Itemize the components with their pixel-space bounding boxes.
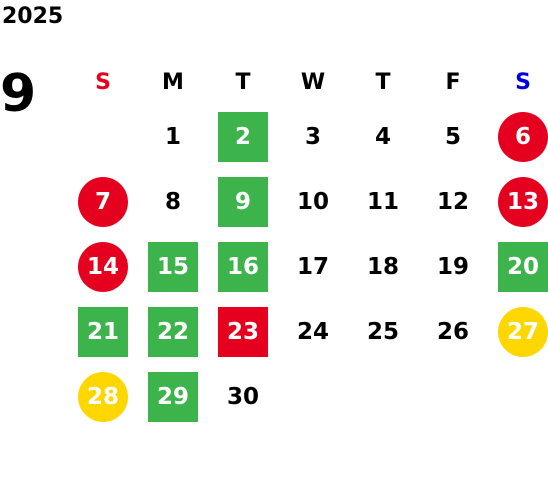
- day-number-yellow-circle: 28: [78, 371, 128, 422]
- day-cell[interactable]: 2: [208, 104, 278, 169]
- day-cell[interactable]: 10: [278, 169, 348, 234]
- day-cell[interactable]: 16: [208, 234, 278, 299]
- calendar-year: 2025: [2, 4, 64, 29]
- day-cell[interactable]: 24: [278, 299, 348, 364]
- day-cell[interactable]: 29: [138, 364, 208, 429]
- weekday-label: T: [235, 69, 251, 95]
- weekday-header-cell: T: [348, 60, 418, 104]
- day-number-green-square: 15: [148, 241, 198, 292]
- weekday-header-cell: S: [488, 60, 548, 104]
- day-number-red-circle: 6: [498, 111, 548, 162]
- calendar-week-row: 28 29 30: [68, 364, 548, 429]
- day-number: 12: [436, 188, 469, 215]
- day-cell[interactable]: 14: [68, 234, 138, 299]
- day-cell[interactable]: 21: [68, 299, 138, 364]
- day-number: 17: [296, 253, 329, 280]
- day-number: 10: [296, 188, 329, 215]
- day-cell[interactable]: 8: [138, 169, 208, 234]
- day-number: 30: [226, 383, 259, 410]
- day-number-green-square: 29: [148, 371, 198, 422]
- day-number: 8: [164, 188, 181, 215]
- day-number-red-square: 23: [218, 306, 268, 357]
- day-number: 26: [436, 318, 469, 345]
- day-cell[interactable]: 25: [348, 299, 418, 364]
- day-cell[interactable]: 22: [138, 299, 208, 364]
- weekday-header-cell: M: [138, 60, 208, 104]
- day-cell[interactable]: 7: [68, 169, 138, 234]
- day-cell[interactable]: 12: [418, 169, 488, 234]
- day-number: 3: [304, 123, 321, 150]
- calendar-week-row: 21 22 23 24 25 26 27: [68, 299, 548, 364]
- day-cell[interactable]: 9: [208, 169, 278, 234]
- day-cell[interactable]: 1: [138, 104, 208, 169]
- weekday-header-cell: F: [418, 60, 488, 104]
- calendar-week-row: 1 2 3 4 5 6: [68, 104, 548, 169]
- calendar-week-row: 7 8 9 10 11 12 13: [68, 169, 548, 234]
- day-number: 1: [164, 123, 181, 150]
- weekday-label: T: [375, 69, 391, 95]
- day-cell[interactable]: 17: [278, 234, 348, 299]
- day-cell[interactable]: 15: [138, 234, 208, 299]
- day-number-green-square: 22: [148, 306, 198, 357]
- day-cell[interactable]: 18: [348, 234, 418, 299]
- weekday-header-cell: S: [68, 60, 138, 104]
- day-number: 5: [444, 123, 461, 150]
- day-cell[interactable]: 6: [488, 104, 548, 169]
- day-cell[interactable]: 4: [348, 104, 418, 169]
- day-number: 4: [374, 123, 391, 150]
- day-number-red-circle: 14: [78, 241, 128, 292]
- weekday-label: F: [445, 69, 461, 95]
- day-cell[interactable]: 23: [208, 299, 278, 364]
- day-cell[interactable]: 26: [418, 299, 488, 364]
- day-cell[interactable]: 19: [418, 234, 488, 299]
- weekday-label: S: [95, 69, 111, 95]
- weekday-label: M: [162, 69, 184, 95]
- day-number: 24: [296, 318, 329, 345]
- day-number: 19: [436, 253, 469, 280]
- calendar-month: 9: [0, 64, 37, 124]
- day-number-red-circle: 7: [78, 176, 128, 227]
- day-cell[interactable]: 3: [278, 104, 348, 169]
- day-number-green-square: 2: [218, 111, 268, 162]
- day-number-green-square: 20: [498, 241, 548, 292]
- day-cell[interactable]: 13: [488, 169, 548, 234]
- weekday-header-cell: W: [278, 60, 348, 104]
- day-cell[interactable]: 20: [488, 234, 548, 299]
- weekday-header-cell: T: [208, 60, 278, 104]
- day-number-green-square: 16: [218, 241, 268, 292]
- day-number: 25: [366, 318, 399, 345]
- day-cell[interactable]: 28: [68, 364, 138, 429]
- day-number: 18: [366, 253, 399, 280]
- weekday-label: W: [300, 69, 326, 95]
- day-number-yellow-circle: 27: [498, 306, 548, 357]
- day-number-green-square: 21: [78, 306, 128, 357]
- day-cell[interactable]: 5: [418, 104, 488, 169]
- day-number-red-circle: 13: [498, 176, 548, 227]
- day-number: 11: [366, 188, 399, 215]
- day-number-green-square: 9: [218, 176, 268, 227]
- day-cell[interactable]: 30: [208, 364, 278, 429]
- calendar-week-row: 14 15 16 17 18 19 20: [68, 234, 548, 299]
- day-cell[interactable]: 11: [348, 169, 418, 234]
- day-cell[interactable]: 27: [488, 299, 548, 364]
- weekday-label: S: [515, 69, 531, 95]
